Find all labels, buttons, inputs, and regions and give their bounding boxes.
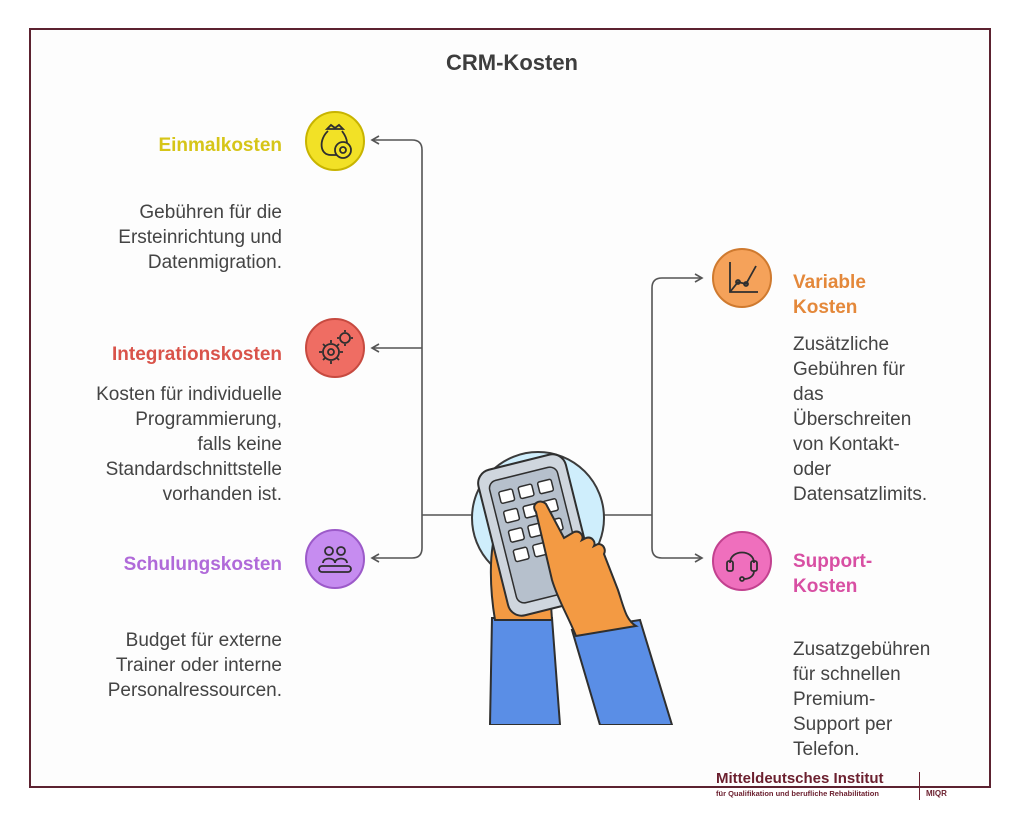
logo-abbr: MIQR xyxy=(926,789,947,798)
logo-name: Mitteldeutsches Institut xyxy=(716,770,884,787)
logo-subline: für Qualifikation und berufliche Rehabil… xyxy=(716,789,879,798)
connector-right-trunk xyxy=(651,273,704,289)
connector-left-trunk xyxy=(370,135,423,151)
diagram-title: CRM-Kosten xyxy=(446,50,578,75)
desc-integrationskosten: Kosten für individuelle Programmierung, … xyxy=(96,384,282,505)
logo-divider xyxy=(919,772,920,800)
desc-einmalkosten: Gebühren für die Ersteinrichtung und Dat… xyxy=(118,202,282,273)
training-group-icon xyxy=(305,529,365,589)
hands-tablet-icon xyxy=(471,451,674,725)
rising-graph-icon xyxy=(712,248,772,308)
heading-support-kosten: Support- Kosten xyxy=(793,551,873,597)
desc-schulungskosten: Budget für externe Trainer oder interne … xyxy=(107,630,282,701)
headset-icon xyxy=(712,531,772,591)
heading-schulungskosten: Schulungskosten xyxy=(123,554,282,575)
gears-icon xyxy=(305,318,365,378)
desc-support-kosten: Zusatzgebühren für schnellen Premium- Su… xyxy=(793,639,931,760)
heading-integrationskosten: Integrationskosten xyxy=(112,344,282,365)
desc-variable-kosten: Zusätzliche Gebühren für das Überschreit… xyxy=(793,334,928,505)
heading-variable-kosten: Variable Kosten xyxy=(793,272,866,318)
miqr-logo: Mitteldeutsches Institut für Qualifikati… xyxy=(716,770,966,804)
heading-einmalkosten: Einmalkosten xyxy=(158,135,282,156)
money-bag-icon xyxy=(305,111,365,171)
